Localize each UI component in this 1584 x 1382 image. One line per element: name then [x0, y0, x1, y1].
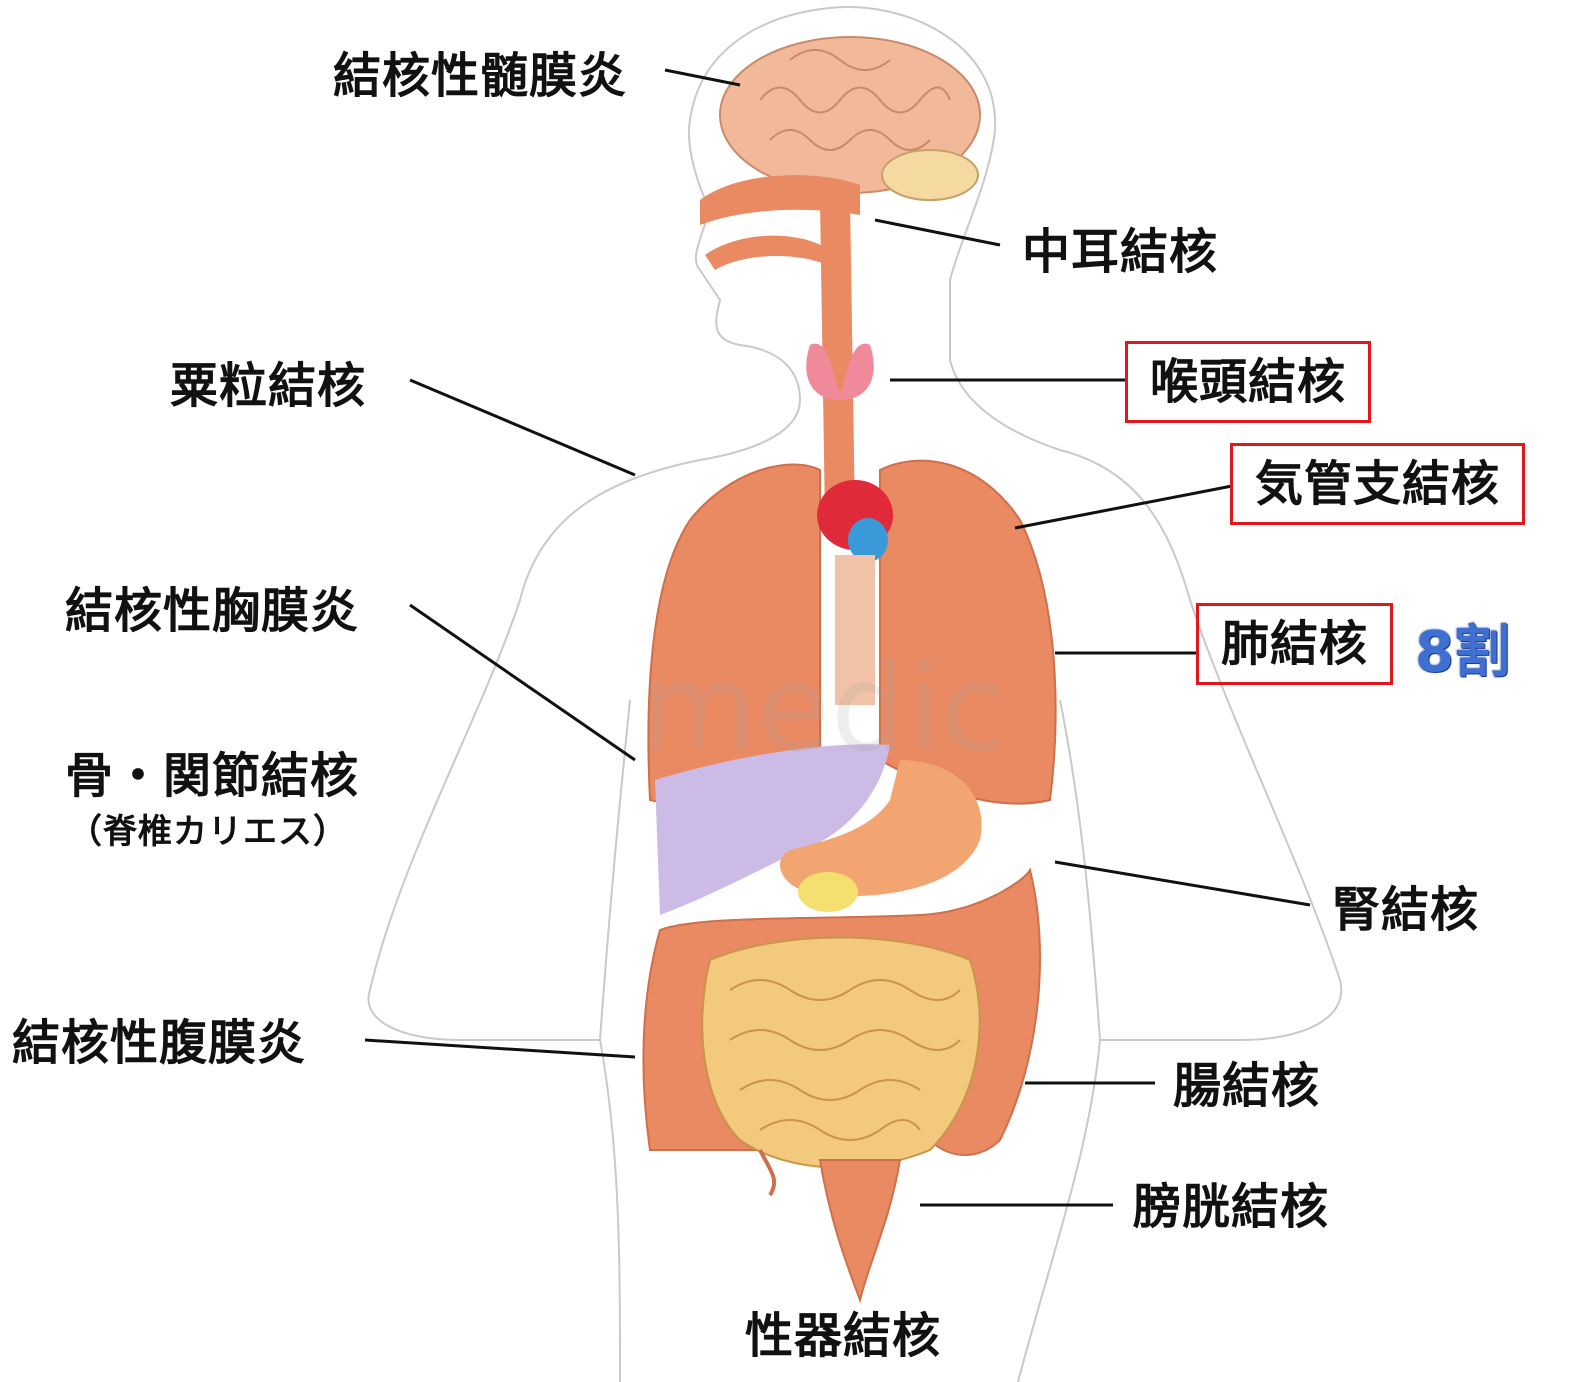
label-middle-ear: 中耳結核 — [1022, 228, 1218, 276]
label-intestine: 腸結核 — [1173, 1062, 1320, 1110]
leader-line-pleurisy — [410, 605, 635, 760]
label-genital: 性器結核 — [745, 1312, 941, 1360]
mouth-shape — [705, 236, 830, 270]
label-miliary: 粟粒結核 — [170, 362, 366, 410]
leader-line-miliary — [410, 380, 635, 475]
leader-line-kidney — [1055, 862, 1310, 905]
label-bladder: 膀胱結核 — [1133, 1183, 1329, 1231]
label-lung: 肺結核 — [1196, 603, 1393, 685]
lung-share-value: 8割 — [1415, 625, 1510, 681]
label-peritonitis: 結核性腹膜炎 — [12, 1019, 306, 1067]
label-kidney: 腎結核 — [1332, 886, 1479, 934]
gallbladder-shape — [798, 872, 858, 912]
leader-line-middle-ear — [875, 220, 1000, 245]
small-intestine-shape — [702, 938, 979, 1168]
leader-line-meningitis — [665, 70, 740, 85]
label-meningitis: 結核性髄膜炎 — [333, 52, 627, 100]
label-larynx: 喉頭結核 — [1125, 341, 1371, 423]
cerebellum-shape — [882, 150, 978, 200]
label-bone-joint: 骨・関節結核 — [65, 752, 359, 800]
leader-line-bronchus — [1015, 486, 1232, 528]
label-bone-joint-sub: （脊椎カリエス） — [68, 815, 348, 849]
watermark: medic — [640, 640, 1006, 779]
label-pleurisy: 結核性胸膜炎 — [65, 587, 359, 635]
leader-line-peritonitis — [365, 1040, 635, 1057]
label-bronchus: 気管支結核 — [1230, 443, 1525, 525]
rectum-shape — [820, 1160, 900, 1300]
left-arm-inner-line — [600, 700, 630, 1040]
